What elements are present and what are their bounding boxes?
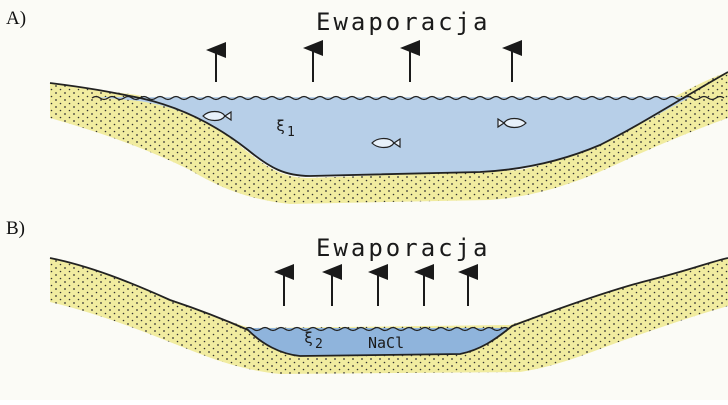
panel-b-salt-label: NaCl (368, 334, 404, 352)
panel-a-density-index: 1 (287, 125, 295, 140)
panel-b-density-symbol: ξ (304, 329, 313, 347)
panel-b-density-index: 2 (315, 337, 323, 352)
panel-b-label: B) (6, 218, 25, 240)
panel-a-density-symbol: ξ (276, 117, 285, 135)
panel-a-title: Ewaporacja (316, 8, 491, 36)
panel-b-title: Ewaporacja (316, 234, 491, 262)
panel-a-label: A) (6, 8, 26, 30)
